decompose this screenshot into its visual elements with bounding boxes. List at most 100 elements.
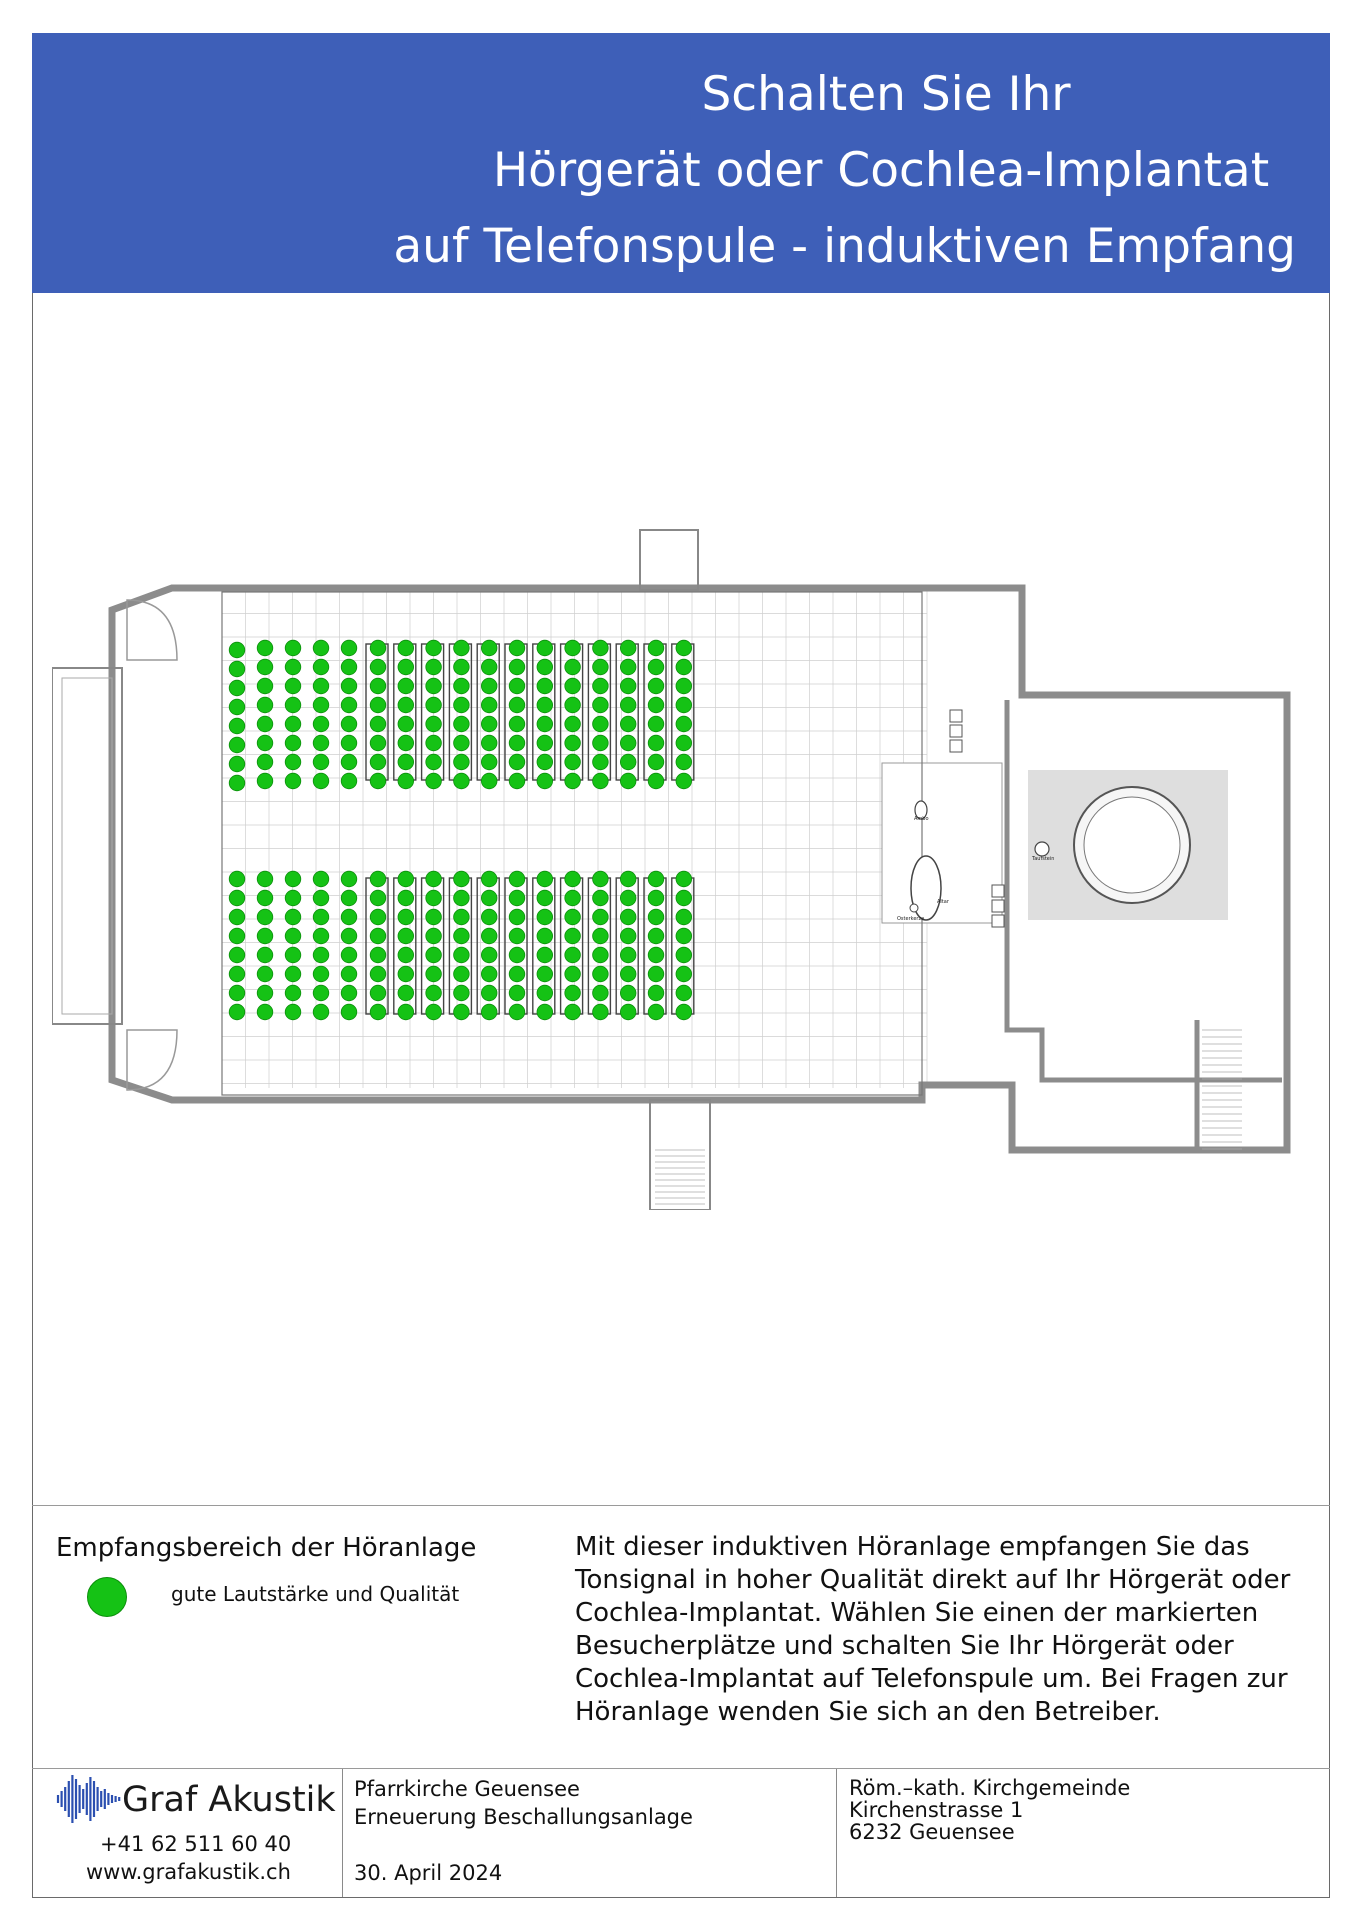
seat-dot-north (228, 717, 246, 735)
seat-dot-south (536, 946, 554, 964)
seat-dot-north (453, 715, 470, 733)
seat-dot-south (481, 984, 498, 1002)
seat-dot-south (425, 946, 442, 964)
seat-dot-north (481, 639, 498, 657)
seat-dot-north (256, 753, 274, 771)
seat-dot-north (312, 677, 330, 695)
plan-seat-dots (228, 639, 693, 1021)
seat-dot-south (425, 908, 442, 926)
seat-dot-north (453, 696, 470, 714)
seat-dot-south (675, 908, 693, 926)
seat-dot-north (508, 715, 526, 733)
seat-dot-south (397, 870, 415, 888)
seat-dot-south (369, 946, 387, 964)
plan-benches (365, 643, 695, 1015)
seat-dot-north (312, 658, 330, 676)
seat-dot-south (564, 1003, 581, 1021)
seat-dot-south (647, 927, 665, 945)
seat-dot-south (425, 965, 442, 983)
seat-dot-south (425, 1003, 442, 1021)
seat-dot-south (453, 965, 470, 983)
description-line: Höranlage wenden Sie sich an den Betreib… (575, 1697, 1161, 1727)
seat-dot-south (369, 908, 387, 926)
seat-dot-north (508, 658, 526, 676)
header-line-3: auf Telefonspule - induktiven Empfang (393, 219, 1296, 274)
seat-dot-north (256, 658, 274, 676)
seat-dot-south (564, 927, 581, 945)
seat-dot-south (647, 946, 665, 964)
seat-dot-south (340, 870, 358, 888)
seat-dot-south (256, 870, 274, 888)
seat-dot-south (508, 984, 526, 1002)
seat-dot-south (340, 927, 358, 945)
label-osterkerze: Osterkerze (897, 916, 924, 922)
west-porch (52, 667, 123, 1025)
seat-dot-south (284, 1003, 302, 1021)
seat-dot-north (228, 755, 246, 773)
seat-dot-north (647, 696, 665, 714)
seat-dot-south (228, 927, 246, 945)
seat-dot-north (284, 696, 302, 714)
chancel-chair (991, 899, 1005, 913)
seat-dot-north (284, 639, 302, 657)
seat-dot-south (369, 927, 387, 945)
seat-dot-north (425, 696, 442, 714)
seat-dot-north (675, 639, 693, 657)
chancel-chair (949, 724, 963, 738)
seat-dot-south (397, 965, 415, 983)
seat-dot-south (312, 946, 330, 964)
description-line: Cochlea-Implantat. Wählen Sie einen der … (575, 1598, 1259, 1628)
southwest-stair-tower (126, 1029, 178, 1091)
client-street: Kirchenstrasse 1 (849, 1798, 1024, 1822)
seat-dot-south (592, 1003, 609, 1021)
seat-dot-south (256, 908, 274, 926)
seat-dot-north (592, 677, 609, 695)
seat-dot-north (228, 641, 246, 659)
seat-dot-south (256, 927, 274, 945)
seat-dot-south (620, 984, 637, 1002)
seat-dot-south (228, 1003, 246, 1021)
seat-dot-south (284, 908, 302, 926)
project-name: Pfarrkirche Geuensee (354, 1777, 580, 1801)
seat-dot-south (481, 965, 498, 983)
header-line-1: Schalten Sie Ihr (701, 67, 1071, 122)
seat-dot-north (508, 639, 526, 657)
seat-dot-north (256, 734, 274, 752)
seat-dot-north (592, 734, 609, 752)
seat-dot-north (369, 658, 387, 676)
legend-item-label: gute Lautstärke und Qualität (171, 1582, 460, 1606)
seat-dot-north (592, 639, 609, 657)
seat-dot-south (340, 889, 358, 907)
seat-dot-north (481, 696, 498, 714)
seat-dot-north (256, 677, 274, 695)
chancel-chair (991, 884, 1005, 898)
seat-dot-south (564, 870, 581, 888)
seat-dot-south (228, 984, 246, 1002)
seat-dot-north (340, 696, 358, 714)
seat-dot-south (592, 870, 609, 888)
seat-dot-north (397, 734, 415, 752)
footer-column-divider (836, 1769, 837, 1897)
seat-dot-south (675, 870, 693, 888)
seat-dot-north (592, 772, 609, 790)
seat-dot-south (312, 908, 330, 926)
seat-dot-north (397, 715, 415, 733)
seat-dot-south (453, 889, 470, 907)
seat-dot-north (620, 696, 637, 714)
plan-walls (52, 529, 1291, 1210)
seat-dot-north (564, 753, 581, 771)
seat-dot-south (647, 870, 665, 888)
client-city: 6232 Geuensee (849, 1820, 1015, 1844)
chancel-chair (991, 914, 1005, 928)
seat-dot-south (675, 984, 693, 1002)
seat-dot-north (284, 677, 302, 695)
seat-dot-north (620, 639, 637, 657)
seat-dot-north (228, 660, 246, 678)
seat-dot-south (592, 946, 609, 964)
seat-dot-north (453, 639, 470, 657)
seat-dot-north (284, 753, 302, 771)
seat-dot-north (675, 772, 693, 790)
seat-dot-south (592, 889, 609, 907)
seat-dot-south (453, 870, 470, 888)
seat-dot-south (536, 908, 554, 926)
